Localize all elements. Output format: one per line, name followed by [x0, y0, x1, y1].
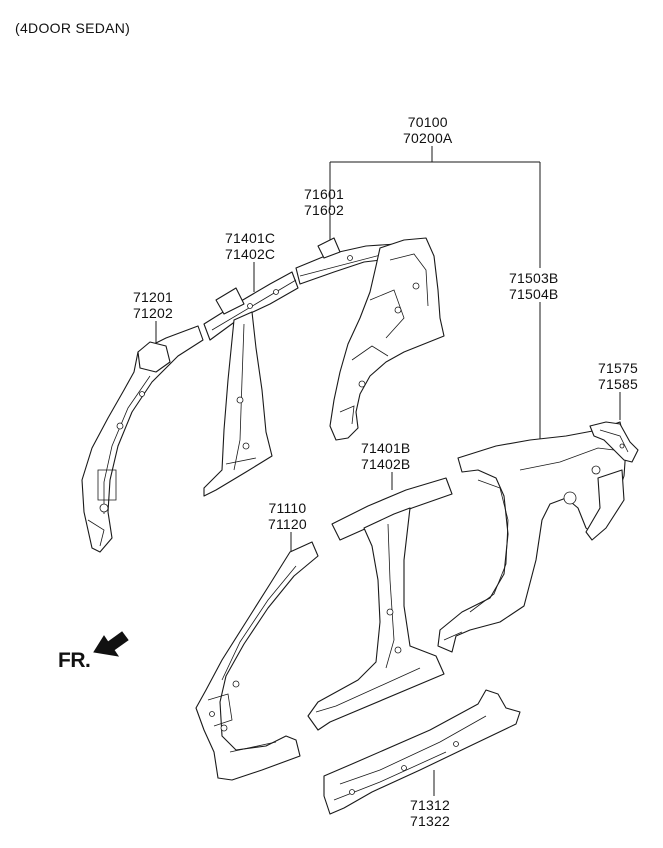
center-pillar-inner-upper-part [203, 271, 299, 341]
callout-quarter-outer: 71503B 71504B [509, 270, 558, 302]
front-pillar-inner-part [81, 325, 204, 553]
callout-line: 71602 [304, 202, 344, 218]
leader-lines [155, 146, 621, 796]
callout-front-pillar-inner: 71201 71202 [133, 289, 173, 321]
callout-line: 71401B [361, 440, 411, 456]
callout-side-sill: 71312 71322 [410, 797, 450, 829]
callout-line: 71401C [225, 230, 276, 246]
callout-rear-bracket: 71575 71585 [598, 360, 638, 392]
callout-line: 71201 [133, 289, 173, 305]
callout-line: 71110 [268, 500, 307, 516]
center-pillar-outer-part [307, 477, 453, 731]
quarter-outer-part [437, 421, 627, 653]
callout-line: 71585 [598, 376, 638, 392]
callout-line: 71402B [361, 456, 411, 472]
callout-line: 71575 [598, 360, 638, 376]
diagram-heading: (4DOOR SEDAN) [15, 20, 131, 36]
front-pillar-outer-part [195, 541, 319, 781]
callout-assembly: 70100 70200A [403, 114, 452, 146]
callout-line: 71120 [268, 516, 307, 532]
callout-line: 71601 [304, 186, 344, 202]
callout-line: 71202 [133, 305, 173, 321]
callout-line: 71503B [509, 270, 559, 286]
center-pillar-inner-lower-part [203, 311, 273, 497]
callout-line: 71504B [509, 286, 559, 302]
callout-front-pillar-outer: 71110 71120 [268, 500, 307, 532]
callout-line: 70200A [403, 130, 453, 146]
callout-line: 71402C [225, 246, 276, 262]
callout-line: 71322 [410, 813, 450, 829]
callout-roof-rail: 71601 71602 [304, 186, 344, 218]
callout-center-pillar-inner-upper: 71401C 71402C [225, 230, 275, 262]
rear-quarter-inner-part [329, 237, 445, 441]
front-direction-arrow-icon [93, 631, 129, 657]
callout-line: 71312 [410, 797, 450, 813]
rear-bracket-part [589, 421, 639, 463]
assembly-bracket-leader [329, 146, 541, 268]
front-direction-label: FR. [58, 649, 91, 672]
callout-center-pillar-outer: 71401B 71402B [361, 440, 410, 472]
callout-line: 70100 [407, 114, 448, 130]
side-sill-part [323, 689, 521, 815]
